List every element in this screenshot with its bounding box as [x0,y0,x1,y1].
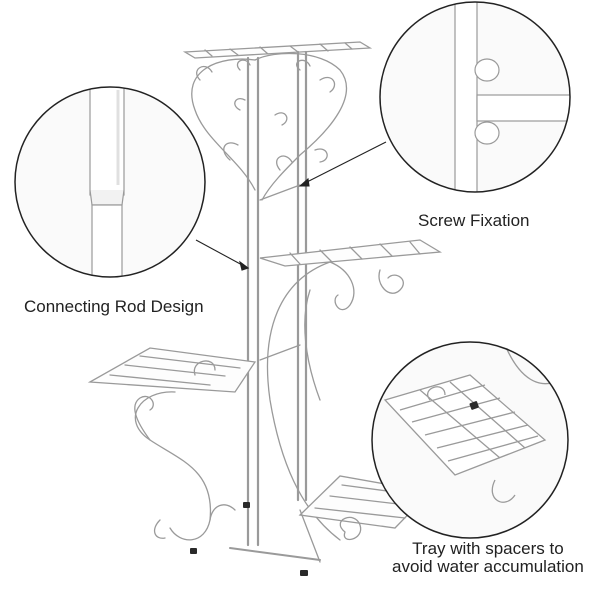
left-tray [87,347,257,393]
screw-fixation-detail [379,1,571,193]
right-scrollwork [266,261,404,541]
screw-fixation-label: Screw Fixation [418,211,530,230]
connecting-rod-detail [14,86,206,278]
connecting-rod-label: Connecting Rod Design [24,297,204,316]
tray-spacers-label-line1: Tray with spacers to [412,539,564,558]
tray-spacers-label-line2: avoid water accumulation [392,557,584,576]
top-tray [182,41,373,59]
callout-pointers [195,141,387,271]
stand-feet [190,502,308,576]
left-scrollwork [134,391,236,541]
tray-spacers-detail [371,341,569,539]
vertical-rods [246,50,308,547]
middle-right-tray [259,239,443,267]
top-scrollwork [191,52,347,201]
tray-spacers-label: Tray with spacers to avoid water accumul… [392,540,584,576]
